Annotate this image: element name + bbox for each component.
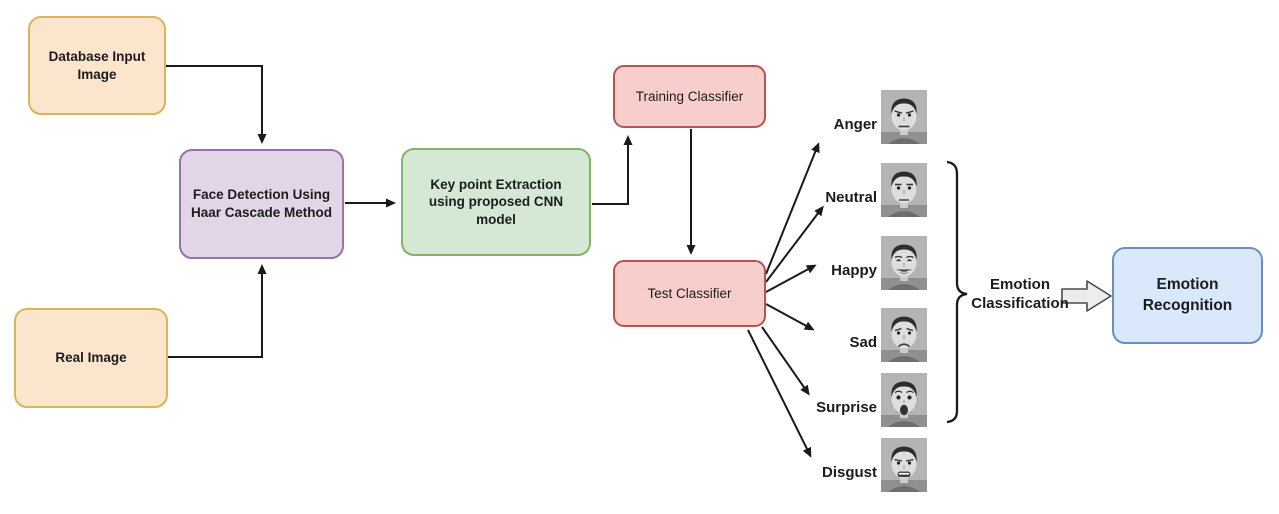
emotion-label: Disgust: [821, 463, 877, 481]
surprise-face-image: [881, 373, 927, 427]
node-label: Key point Extraction using proposed CNN …: [428, 176, 564, 227]
node-database-input-image: Database Input Image: [28, 16, 166, 115]
emotion-row-anger: Anger: [775, 90, 927, 144]
node-keypoint-extraction: Key point Extraction using proposed CNN …: [401, 148, 591, 256]
node-emotion-recognition: Emotion Recognition: [1112, 247, 1263, 344]
node-face-detection: Face Detection Using Haar Cascade Method: [179, 149, 344, 259]
disgust-face-image: [881, 438, 927, 492]
sad-face-image: [881, 308, 927, 362]
emotion-label: Happy: [831, 261, 877, 279]
arrow-keypoint-to-training: [592, 135, 633, 205]
emotion-row-neutral: Neutral: [775, 163, 927, 217]
emotion-label: Anger: [833, 115, 877, 133]
emotion-classification-label: Emotion Classification: [971, 276, 1069, 312]
node-label: Emotion Recognition: [1142, 276, 1233, 314]
emotion-label: Neutral: [825, 188, 877, 206]
node-training-classifier: Training Classifier: [613, 65, 766, 128]
arrow-database-to-facedetection: [166, 65, 267, 144]
happy-face-image: [881, 236, 927, 290]
node-label: Training Classifier: [635, 88, 744, 104]
node-real-image: Real Image: [14, 308, 168, 408]
emotion-row-disgust: Disgust: [775, 438, 927, 492]
arrow-realimage-to-facedetection: [168, 264, 267, 358]
emotion-row-sad: Sad: [775, 308, 927, 362]
neutral-face-image: [881, 163, 927, 217]
emotion-label: Sad: [849, 333, 877, 351]
node-test-classifier: Test Classifier: [613, 260, 766, 327]
emotion-label: Surprise: [816, 398, 877, 416]
emotion-row-happy: Happy: [775, 236, 927, 290]
node-label: Real Image: [55, 350, 127, 366]
node-label: Test Classifier: [647, 285, 732, 301]
anger-face-image: [881, 90, 927, 144]
node-label: Database Input Image: [48, 48, 146, 82]
node-label: Face Detection Using Haar Cascade Method: [190, 187, 333, 220]
classification-brace: [946, 160, 968, 424]
emotion-row-surprise: Surprise: [775, 373, 927, 427]
